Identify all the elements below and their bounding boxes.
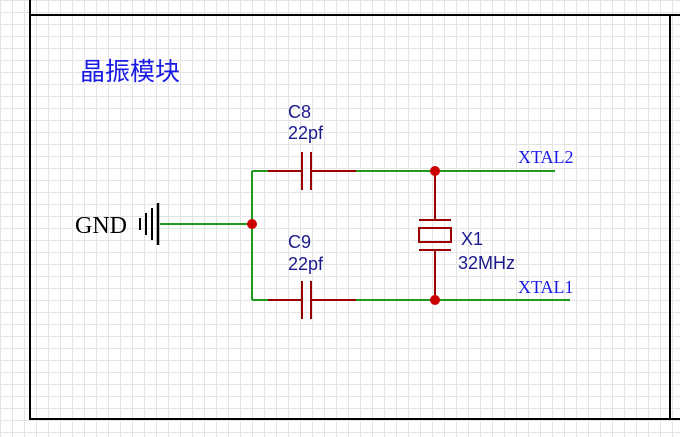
sheet-frame [29,0,680,420]
c8-ref-label: C8 [288,102,311,122]
junction-xtal1 [430,295,440,305]
junction-xtal2 [430,166,440,176]
crystal-x1[interactable] [418,171,452,300]
capacitor-c8[interactable] [268,152,356,190]
capacitor-c9[interactable] [268,281,356,319]
wires [160,170,570,301]
c8-value-label: 22pf [288,123,324,143]
junction-gnd [247,219,257,229]
x1-body [418,227,452,243]
c9-ref-label: C9 [288,232,311,252]
x1-value-label: 32MHz [458,253,515,273]
ground-symbol [139,203,160,245]
junctions [247,166,440,305]
ground-label: GND [75,213,127,239]
net-label-xtal1: XTAL1 [518,277,574,297]
c9-value-label: 22pf [288,254,324,274]
x1-ref-label: X1 [461,229,483,249]
net-label-xtal2: XTAL2 [518,147,574,167]
module-title: 晶振模块 [80,57,180,86]
